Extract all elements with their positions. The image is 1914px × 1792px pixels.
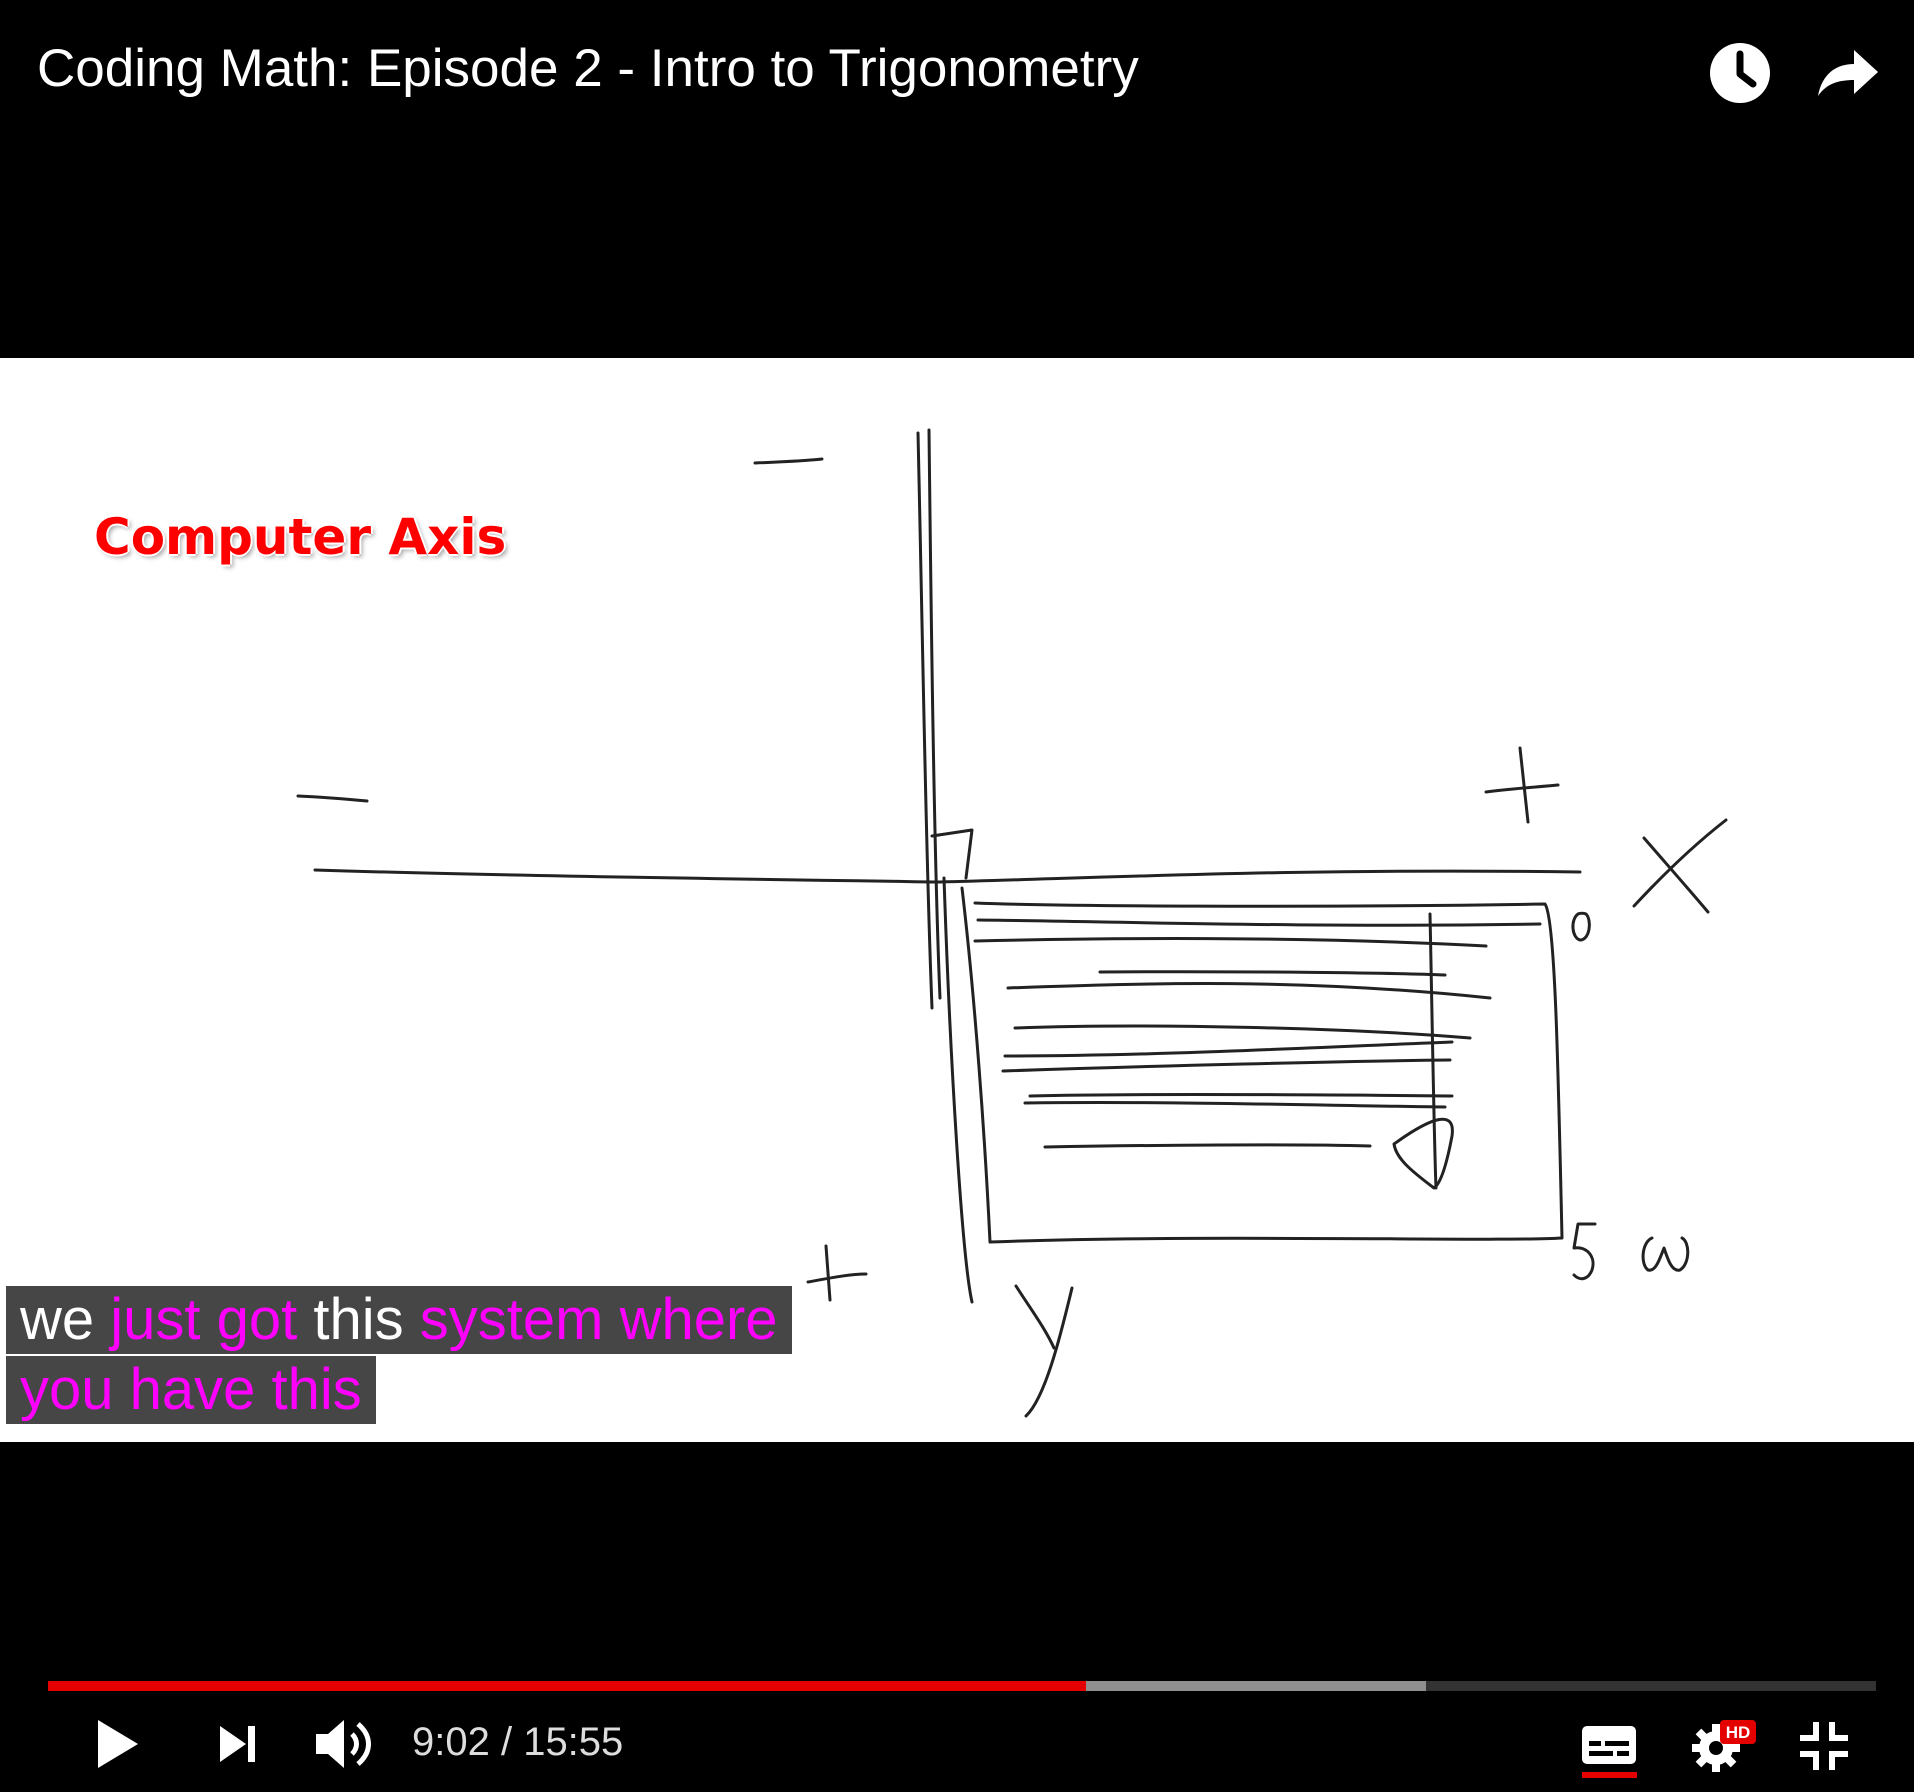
down-arrow — [1428, 912, 1438, 1190]
caption-word: system where — [419, 1287, 778, 1352]
caption-line-1: we just got this system where — [6, 1286, 792, 1354]
caption-line-2: you have this — [6, 1356, 376, 1424]
video-title[interactable]: Coding Math: Episode 2 - Intro to Trigon… — [37, 39, 1139, 98]
plus-y-mark — [824, 1244, 832, 1302]
subtitles-active-indicator — [1582, 1772, 1637, 1778]
x-axis-line — [313, 868, 1582, 884]
settings-icon[interactable]: HD — [1690, 1718, 1758, 1774]
computer-axis-label: Computer Axis — [94, 508, 507, 566]
caption-word: this — [313, 1287, 420, 1352]
next-icon[interactable] — [216, 1722, 260, 1766]
watch-later-icon[interactable] — [1705, 38, 1775, 108]
caption-word: you have this — [20, 1357, 362, 1422]
title-bar: Coding Math: Episode 2 - Intro to Trigon… — [0, 0, 1914, 140]
progress-played — [48, 1681, 1087, 1691]
plus-x-mark — [1518, 746, 1530, 824]
five-hundred-mark — [1572, 1222, 1597, 1281]
whiteboard-drawing — [296, 428, 1728, 1418]
time-display: 9:02 / 15:55 — [412, 1720, 624, 1764]
hd-badge: HD — [1726, 1723, 1751, 1742]
y-axis-lower — [942, 876, 974, 1304]
subtitles-icon[interactable] — [1580, 1724, 1638, 1766]
caption-word: just got — [110, 1287, 314, 1352]
origin-mark — [930, 828, 974, 880]
screen-rectangle — [960, 886, 1564, 1244]
volume-icon[interactable] — [314, 1716, 376, 1772]
y-letter — [1014, 1284, 1056, 1350]
exit-fullscreen-icon[interactable] — [1798, 1720, 1850, 1772]
play-icon[interactable] — [92, 1716, 144, 1772]
y-axis-line — [916, 431, 934, 1010]
share-icon[interactable] — [1812, 38, 1882, 108]
y-axis-line-2 — [927, 428, 942, 1000]
progress-bar[interactable] — [48, 1681, 1876, 1691]
top-minus-mark — [753, 457, 824, 465]
x-letter — [1632, 818, 1728, 908]
zero-mark — [1571, 911, 1591, 942]
left-minus-mark — [296, 794, 369, 803]
caption-window: we just got this system where you have t… — [6, 1286, 792, 1426]
video-frame[interactable]: Computer Axis — [0, 358, 1914, 1442]
caption-word: we — [20, 1287, 111, 1352]
